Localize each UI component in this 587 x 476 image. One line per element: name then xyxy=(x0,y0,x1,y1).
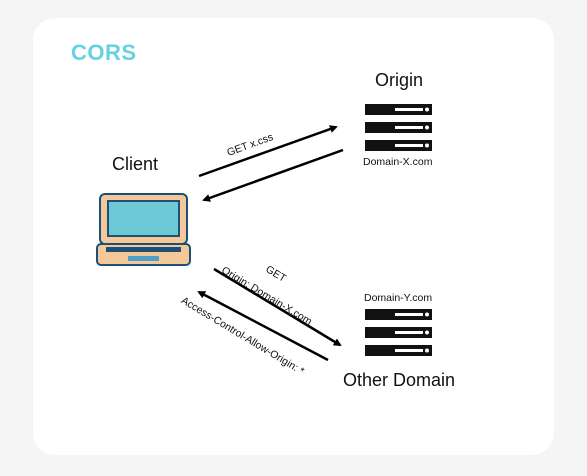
other-domain-label: Other Domain xyxy=(343,370,456,390)
other-domain-domain-label: Domain-Y.com xyxy=(364,292,433,304)
arrow-response-origin xyxy=(202,148,344,202)
client-label: Client xyxy=(112,154,159,174)
diagram-title: CORS xyxy=(71,40,137,65)
other-domain-server-icon xyxy=(365,309,432,356)
arrow-cross-response xyxy=(197,290,329,362)
origin-label: Origin xyxy=(375,70,424,90)
laptop-icon xyxy=(96,193,191,266)
origin-domain-label: Domain-X.com xyxy=(363,156,433,168)
arrow-cross-request xyxy=(213,267,342,347)
arrow-get-css xyxy=(198,125,338,178)
origin-server-icon xyxy=(365,104,432,151)
